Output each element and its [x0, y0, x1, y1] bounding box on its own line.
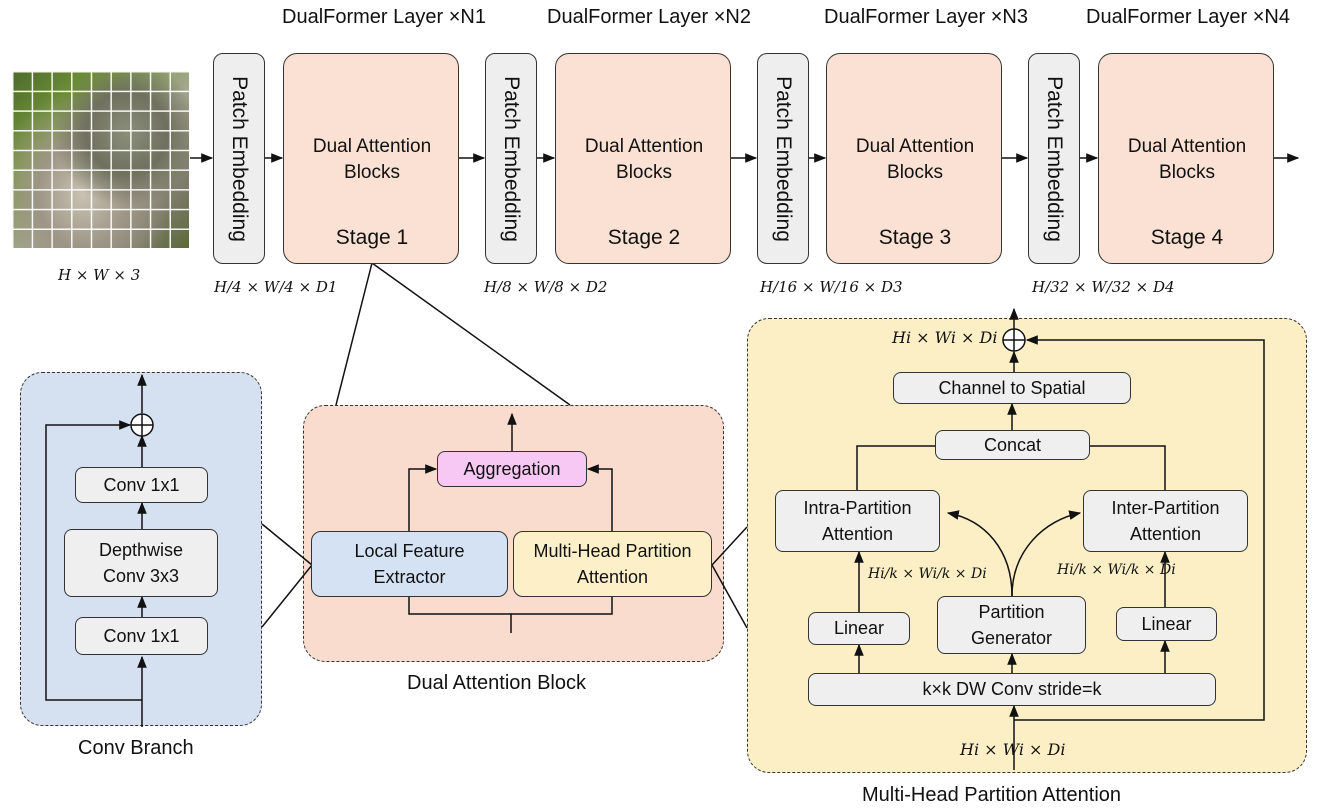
- linear-left-box: Linear: [808, 612, 910, 645]
- patch-embedding-2: Patch Embedding: [485, 53, 537, 264]
- stage-3-block: Dual Attention Blocks Stage 3: [826, 53, 1002, 264]
- partition-dim-left: Hi/k × Wi/k × Di: [868, 566, 987, 582]
- linear-right-box: Linear: [1116, 607, 1217, 641]
- partition-generator-box: Partition Generator: [937, 596, 1086, 654]
- stage-1-label: Stage 1: [335, 226, 409, 249]
- local-feature-extractor-box: Local Feature Extractor: [311, 531, 508, 597]
- layer-label-1: DualFormer Layer ×N1: [282, 6, 486, 28]
- dim-label-1: H/4 × W/4 × D1: [214, 278, 338, 296]
- intra-partition-attention-box: Intra-Partition Attention: [775, 490, 940, 552]
- aggregation-box: Aggregation: [437, 451, 587, 487]
- stage-2-label: Stage 2: [607, 226, 681, 249]
- inter-partition-attention-box: Inter-Partition Attention: [1083, 490, 1248, 552]
- conv-branch-title: Conv Branch: [78, 737, 194, 759]
- dim-label-4: H/32 × W/32 × D4: [1032, 278, 1175, 296]
- stage-1-blocks-label: Dual Attention Blocks: [312, 136, 432, 183]
- stage-2-blocks-label: Dual Attention Blocks: [584, 136, 704, 183]
- dw-conv-box: k×k DW Conv stride=k: [808, 673, 1216, 706]
- input-dim-label: H × W × 3: [58, 266, 141, 284]
- stage-4-label: Stage 4: [1150, 226, 1224, 249]
- dim-label-2: H/8 × W/8 × D2: [484, 278, 608, 296]
- layer-label-4: DualFormer Layer ×N4: [1086, 6, 1290, 28]
- mhpa-box: Multi-Head Partition Attention: [513, 531, 712, 597]
- stage-4-block: Dual Attention Blocks Stage 4: [1098, 53, 1274, 264]
- mhpa-input-dim: Hi × Wi × Di: [960, 740, 1066, 759]
- mhpa-output-dim: Hi × Wi × Di: [892, 328, 998, 347]
- channel-to-spatial-box: Channel to Spatial: [893, 372, 1131, 404]
- stage-3-blocks-label: Dual Attention Blocks: [855, 136, 975, 183]
- stage-2-block: Dual Attention Blocks Stage 2: [555, 53, 731, 264]
- partition-dim-right: Hi/k × Wi/k × Di: [1057, 562, 1176, 578]
- patch-embedding-4: Patch Embedding: [1028, 53, 1080, 264]
- concat-box: Concat: [935, 430, 1090, 460]
- stage-3-label: Stage 3: [878, 226, 952, 249]
- depthwise-conv-box: Depthwise Conv 3x3: [64, 529, 218, 597]
- stage-1-block: Dual Attention Blocks Stage 1: [283, 53, 459, 264]
- conv-1x1-bottom: Conv 1x1: [75, 617, 208, 655]
- layer-label-2: DualFormer Layer ×N2: [547, 6, 751, 28]
- stage-4-blocks-label: Dual Attention Blocks: [1127, 136, 1247, 183]
- conv-1x1-top: Conv 1x1: [75, 467, 208, 503]
- dual-attention-block-title: Dual Attention Block: [407, 672, 586, 694]
- mhpa-title: Multi-Head Partition Attention: [862, 784, 1122, 806]
- dim-label-3: H/16 × W/16 × D3: [760, 278, 903, 296]
- patch-embedding-1: Patch Embedding: [213, 53, 265, 264]
- cat-input-image: [12, 71, 189, 248]
- patch-embedding-3: Patch Embedding: [757, 53, 809, 264]
- layer-label-3: DualFormer Layer ×N3: [824, 6, 1028, 28]
